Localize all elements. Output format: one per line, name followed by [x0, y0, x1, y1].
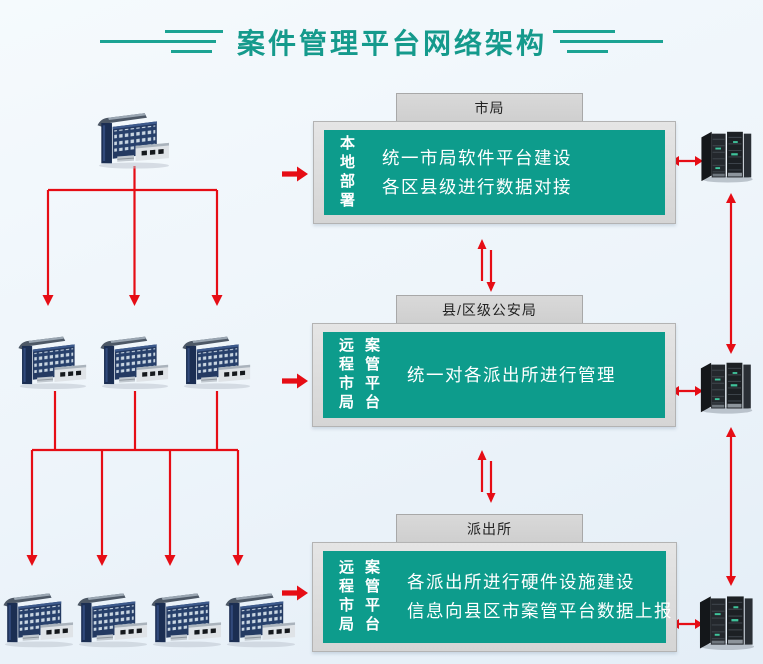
building-icon: [181, 333, 253, 392]
building-icon: [224, 591, 298, 649]
diagram-title: 案件管理平台网络架构: [236, 28, 548, 59]
side-labels: 本地部署: [338, 135, 355, 211]
server-rack-icon: [698, 593, 757, 651]
decorative-line: [567, 50, 608, 53]
decorative-line: [100, 40, 216, 43]
tier-tab-label: 县/区级公安局: [442, 301, 537, 318]
panel-content: 统一对各派出所进行管理: [407, 361, 616, 390]
tier-tab-label: 派出所: [467, 520, 512, 537]
building-icon: [17, 333, 89, 392]
server-rack-icon: [699, 129, 756, 183]
side-label: 远程市局: [337, 337, 354, 413]
tier-tab: 派出所: [396, 514, 583, 542]
side-labels: 远程市局 案管平台: [337, 337, 380, 413]
panel-text-line: 各区县级进行数据对接: [382, 176, 572, 197]
panel-text-line: 各派出所进行硬件设施建设: [407, 572, 635, 592]
building-icon: [76, 591, 150, 649]
tier-tab: 县/区级公安局: [396, 295, 583, 323]
tier-panel: 本地部署 统一市局软件平台建设 各区县级进行数据对接: [313, 121, 676, 224]
building-icon: [99, 333, 171, 392]
panel-text-line: 信息向县区市案管平台数据上报: [407, 601, 673, 621]
tier-panel-body: 远程市局 案管平台 统一对各派出所进行管理: [323, 332, 665, 418]
panel-content: 各派出所进行硬件设施建设 信息向县区市案管平台数据上报: [407, 568, 673, 626]
panel-text-line: 统一对各派出所进行管理: [407, 364, 616, 385]
panel-content: 统一市局软件平台建设 各区县级进行数据对接: [382, 144, 572, 202]
decorative-line: [553, 30, 615, 33]
side-labels: 远程市局 案管平台: [337, 559, 380, 635]
decorative-line: [560, 40, 663, 43]
decorative-line: [171, 50, 212, 53]
tier-panel: 远程市局 案管平台 统一对各派出所进行管理: [312, 323, 676, 427]
decorative-line: [165, 30, 223, 33]
tier-tab-label: 市局: [474, 99, 505, 116]
building-icon: [2, 591, 76, 649]
server-rack-icon: [699, 356, 755, 418]
tier-panel-body: 本地部署 统一市局软件平台建设 各区县级进行数据对接: [324, 130, 665, 215]
side-label: 案管平台: [363, 337, 380, 413]
side-label: 案管平台: [363, 559, 380, 635]
tier-tab: 市局: [396, 93, 583, 121]
side-label: 本地部署: [338, 134, 355, 211]
building-icon: [96, 112, 172, 169]
panel-text-line: 统一市局软件平台建设: [382, 147, 572, 168]
tier-panel: 远程市局 案管平台 各派出所进行硬件设施建设 信息向县区市案管平台数据上报: [312, 542, 677, 652]
side-label: 远程市局: [337, 559, 354, 635]
building-icon: [150, 591, 224, 649]
tier-panel-body: 远程市局 案管平台 各派出所进行硬件设施建设 信息向县区市案管平台数据上报: [323, 551, 672, 643]
